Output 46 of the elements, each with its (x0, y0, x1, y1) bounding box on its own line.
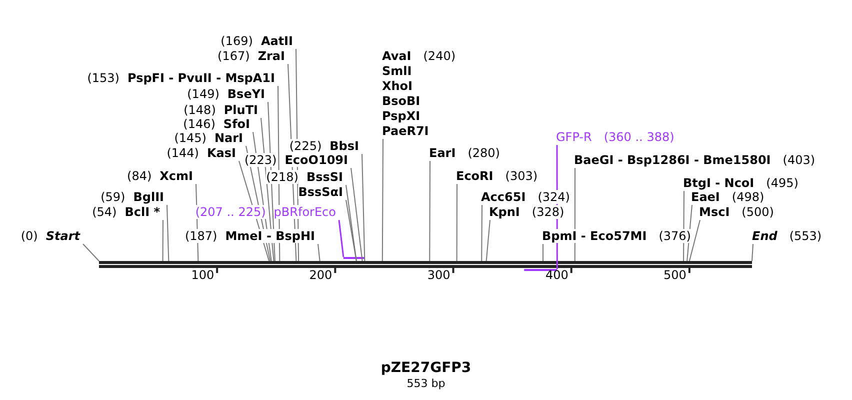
leader-line (362, 154, 366, 262)
restriction-site-label: KpnI (328) (489, 205, 564, 220)
restriction-site-label: End (553) (752, 229, 822, 244)
restriction-site-label: (59) BglII (100, 190, 164, 205)
restriction-site-label: (146) SfoI (183, 117, 250, 132)
restriction-site-label: (144) KasI (166, 146, 236, 161)
leader-line (350, 168, 363, 262)
ruler-tick-label: 400 (545, 268, 568, 282)
restriction-site-label: (84) XcmI (127, 169, 193, 184)
restriction-site-label: AvaI (240) SmlI XhoI BsoBI PspXI PaeR7I (382, 49, 456, 139)
restriction-site-label: EarI (280) (429, 146, 500, 161)
restriction-site-label: (225) BbsI (289, 139, 359, 154)
leader-line (752, 244, 754, 262)
leader-line (82, 244, 100, 262)
leader-line (166, 204, 170, 262)
leader-line (429, 160, 430, 262)
leader-line (346, 200, 357, 262)
restriction-site-label: EaeI (498) (691, 190, 764, 205)
restriction-site-label: EcoRI (303) (456, 169, 538, 184)
leader-line (382, 138, 384, 262)
leader-line (688, 220, 700, 262)
restriction-site-label: (169) AatII (220, 34, 293, 49)
restriction-site-label: (54) BclI * (92, 205, 160, 220)
leader-line (486, 220, 490, 262)
restriction-site-label: (167) ZraI (218, 49, 285, 64)
restriction-site-label: MscI (500) (699, 205, 774, 220)
ruler-tick-label: 300 (427, 268, 450, 282)
restriction-site-label: (218) BssSI (266, 170, 343, 185)
leader-line (456, 184, 458, 262)
ruler-tick-label: 500 (664, 268, 686, 282)
restriction-site-label: BssSαI (298, 185, 343, 200)
restriction-site-label: (149) BseYI (187, 87, 265, 102)
restriction-site-label: (145) NarI (174, 131, 243, 146)
leader-line (481, 204, 482, 262)
restriction-site-label: (148) PluTI (184, 103, 258, 118)
leader-line (318, 244, 320, 262)
leader-line (162, 220, 164, 262)
leader-line (338, 220, 344, 258)
ruler-tick-label: 200 (309, 268, 332, 282)
plasmid-title: pZE27GFP3 (380, 360, 472, 376)
primer-label: (207 .. 225) pBRforEco (195, 205, 336, 220)
leader-line (542, 244, 544, 262)
plasmid-length: 553 bp (406, 377, 446, 390)
ruler-tick-label: 100 (191, 268, 214, 282)
sequence-backbone (99, 261, 752, 268)
restriction-site-label: Acc65I (324) (481, 190, 570, 205)
